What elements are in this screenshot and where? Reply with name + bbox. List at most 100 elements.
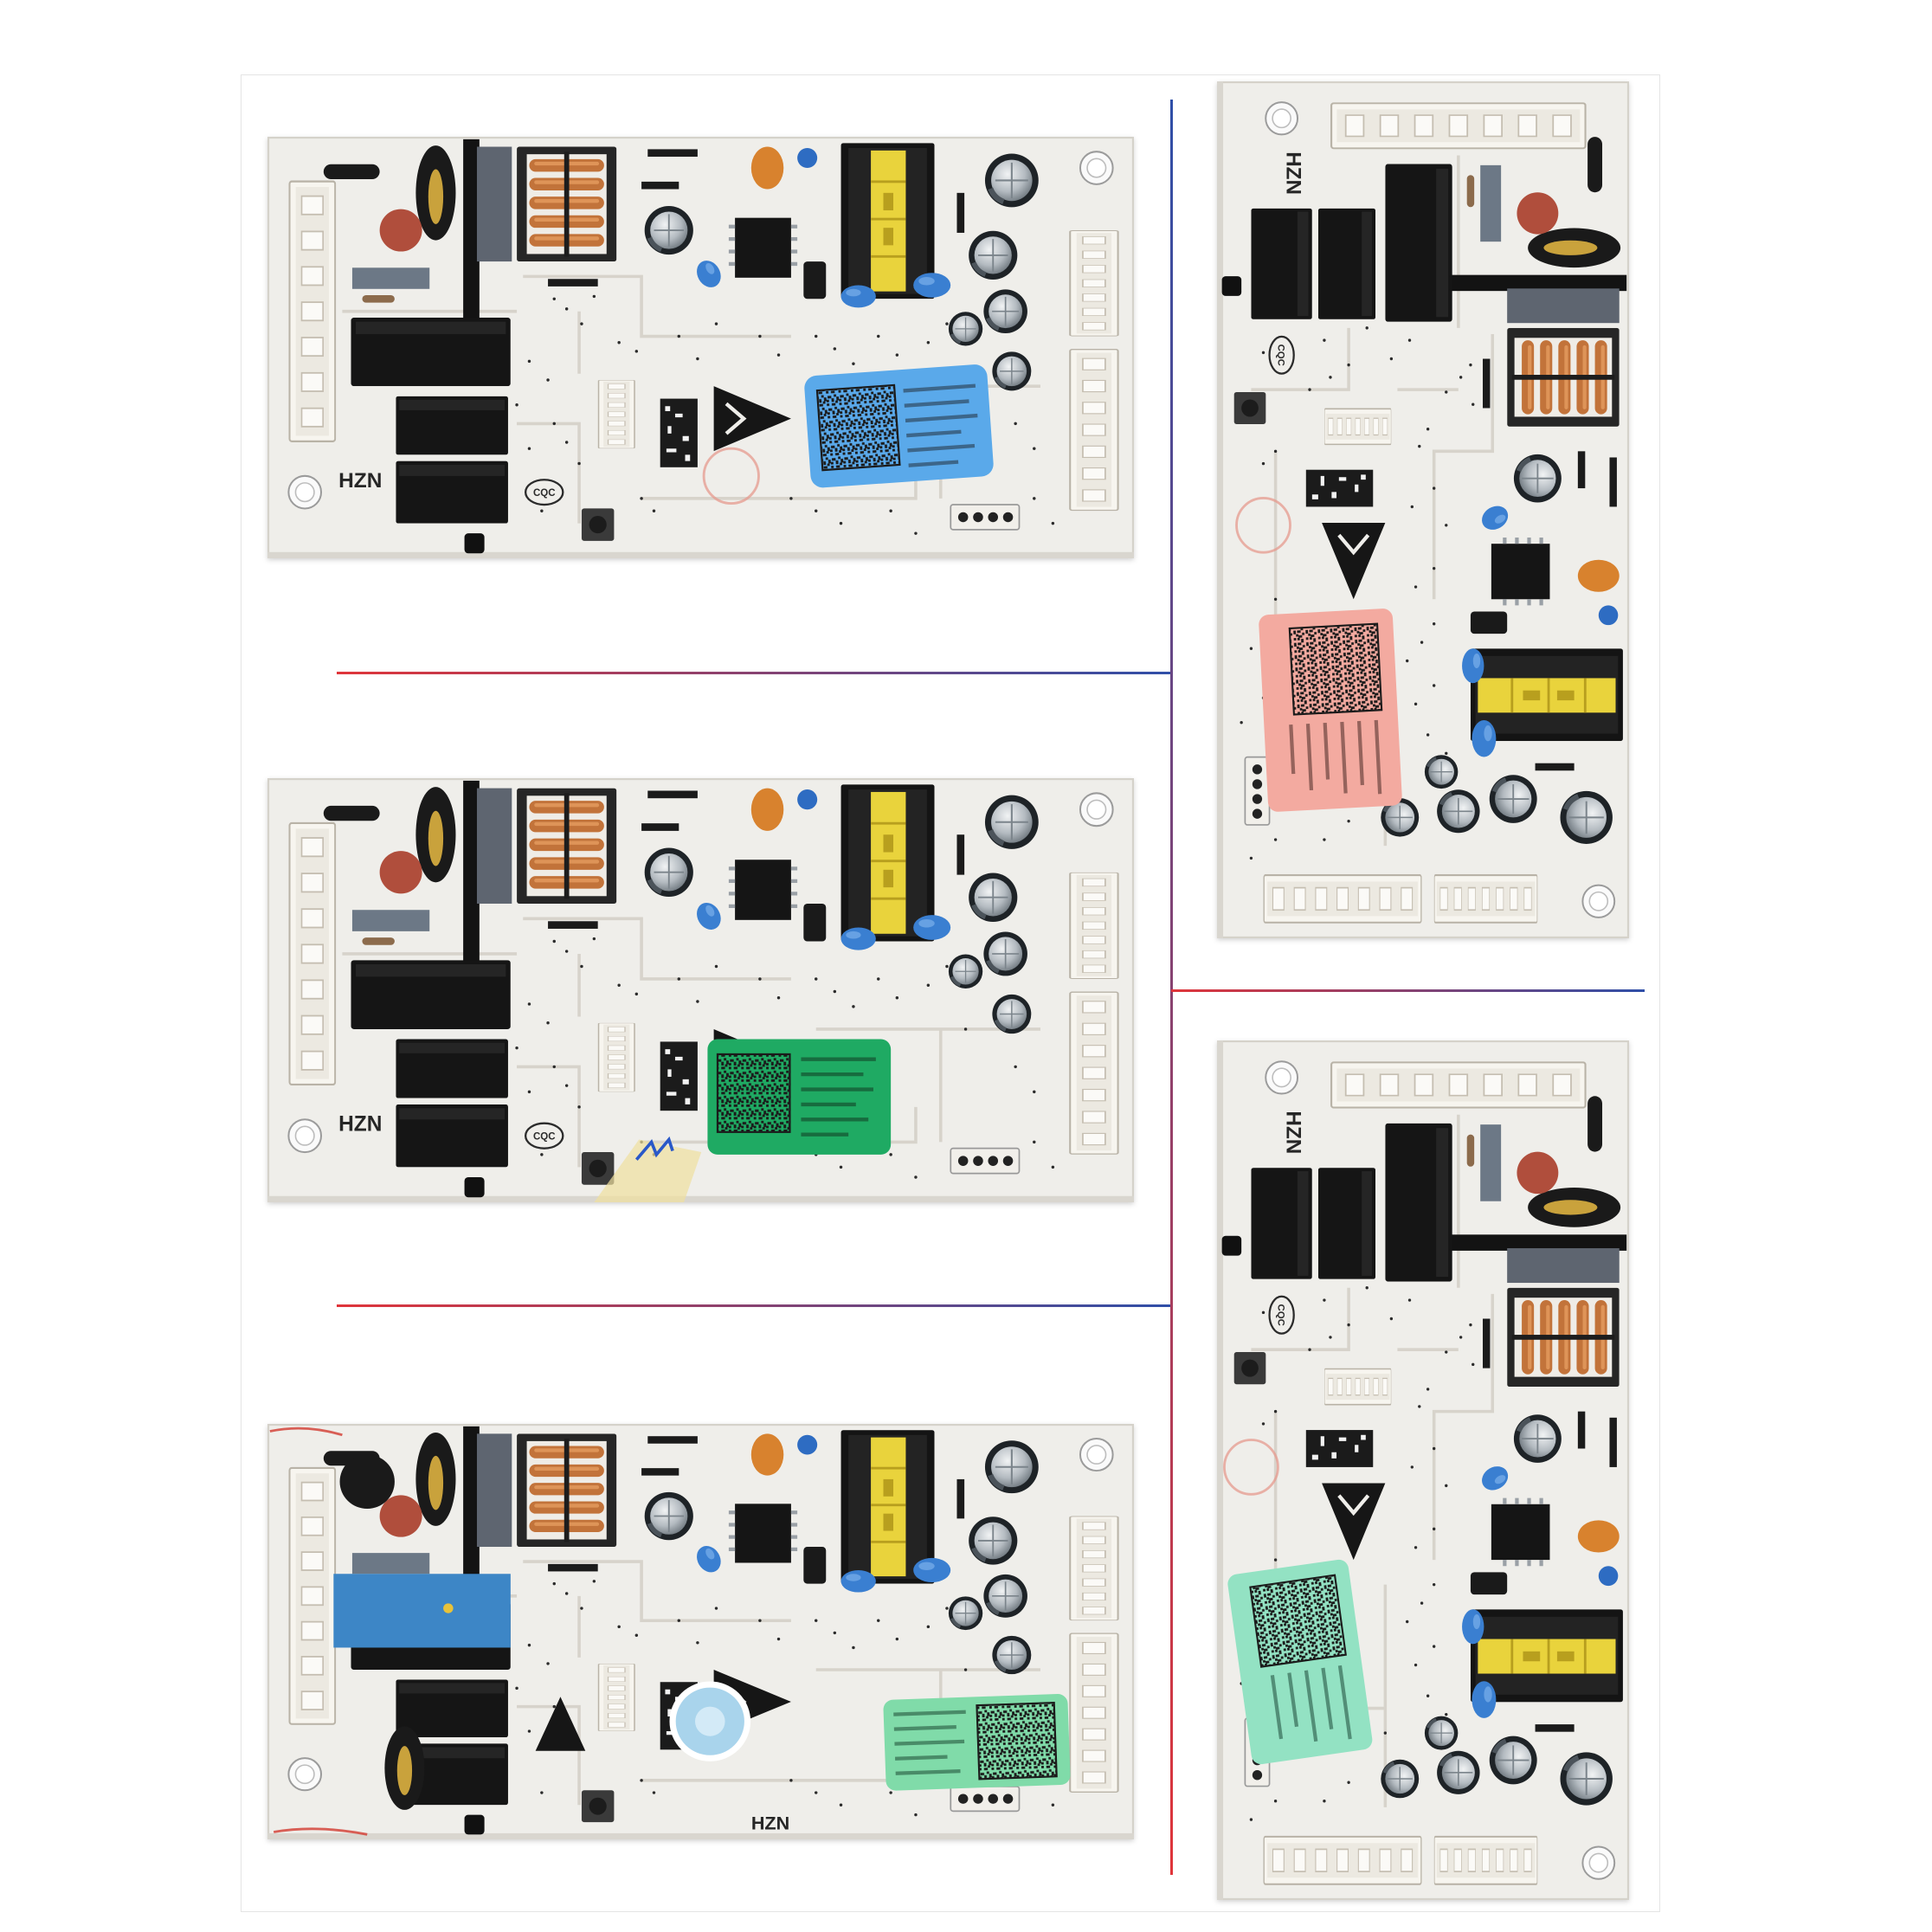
- brand-label: HZN: [1281, 151, 1304, 195]
- cqc-text: CQC: [533, 488, 556, 499]
- right-connector-upper: [1069, 230, 1119, 337]
- y-capacitor-2: [913, 273, 951, 298]
- power-relay: [351, 317, 511, 387]
- circuit-board-1: HZN CQC: [267, 137, 1134, 558]
- cqc-oval: [1268, 1295, 1295, 1335]
- brand-label: HZN: [338, 1112, 382, 1136]
- board-4-sticker: [1259, 609, 1402, 812]
- board-3-sticker: [883, 1694, 1071, 1791]
- sticker-qr-code: [976, 1702, 1058, 1781]
- x-capacitor-box: [476, 146, 512, 262]
- blue-relay-dot: [443, 1603, 454, 1613]
- esd-warning-symbol: [713, 386, 791, 452]
- cqc-mark: CQC: [524, 1122, 564, 1150]
- cqc-oval: [1268, 335, 1295, 375]
- common-mode-choke: [517, 146, 617, 262]
- varistor: [415, 145, 456, 241]
- ic-body: [735, 217, 791, 278]
- board-3-markings: HZN: [269, 1426, 1071, 1836]
- esd-hand: [724, 402, 747, 435]
- divider-line-vertical: [1170, 100, 1173, 1875]
- left-wire-connector: [288, 180, 337, 443]
- thermistor: [379, 209, 422, 252]
- sticker-print-lines: [801, 1057, 876, 1137]
- buzzer: [669, 1681, 751, 1761]
- qr-specks: [665, 406, 691, 461]
- orange-capacitor: [750, 146, 784, 190]
- chip-qr-mark: [660, 398, 698, 467]
- inspection-stamp: [702, 447, 760, 506]
- transistor: [803, 261, 827, 299]
- cqc-text: CQC: [1275, 345, 1285, 366]
- blue-pen-mark: [634, 1136, 674, 1161]
- right-connector-lower: [1069, 348, 1119, 512]
- relay-3: [396, 460, 508, 524]
- cqc-oval: [524, 1122, 564, 1150]
- four-pin-connector: [950, 504, 1021, 531]
- mounting-hole-top: [1079, 151, 1114, 185]
- esd-triangle: [713, 386, 791, 452]
- blue-relay: [333, 1574, 511, 1648]
- output-capacitor-1: [985, 154, 1039, 208]
- sticker-print-lines: [1270, 1665, 1352, 1742]
- cqc-mark: CQC: [1268, 1295, 1295, 1335]
- sticker-qr-code: [1288, 622, 1383, 716]
- esd-warning-symbol-2: [535, 1697, 586, 1751]
- inspection-stamp: [1223, 1439, 1279, 1496]
- output-capacitor-2: [969, 231, 1017, 280]
- sticker-qr-code: [815, 383, 901, 472]
- red-marker-line-bottom: [273, 1827, 368, 1836]
- sticker-print-lines: [1289, 719, 1382, 795]
- switch-button: [589, 516, 607, 534]
- circuit-board-2: HZN CQC: [267, 778, 1134, 1202]
- brand-label: HZN: [751, 1813, 789, 1834]
- output-capacitor-5: [992, 351, 1031, 390]
- sticker-print-lines: [893, 1710, 966, 1775]
- heatsink-strip: [463, 138, 480, 320]
- bulk-capacitor: [645, 206, 693, 254]
- cqc-oval: [524, 479, 564, 506]
- divider-line-left-1: [337, 672, 1171, 674]
- cqc-text: CQC: [533, 1131, 556, 1142]
- top-wire-clip: [323, 164, 380, 179]
- pwm-ic: [728, 217, 798, 278]
- inspection-stamp: [1235, 497, 1291, 554]
- mounting-hole-bottom: [287, 474, 323, 510]
- pcb-edge-shadow: [267, 551, 1134, 558]
- bottom-wire-clip: [464, 533, 485, 554]
- cqc-mark: CQC: [1268, 335, 1295, 375]
- board-1-sticker: [804, 364, 994, 488]
- brand-label: HZN: [1281, 1111, 1304, 1154]
- round-fuse-cap: [339, 1454, 395, 1509]
- varistor-core: [428, 169, 444, 224]
- brand-label: HZN: [338, 469, 382, 493]
- blue-disc-capacitor: [797, 147, 818, 169]
- relay-2: [396, 396, 508, 455]
- bottom-varistor: [384, 1726, 425, 1810]
- sticker-qr-code: [716, 1053, 791, 1133]
- y-capacitor-1: [840, 285, 876, 308]
- circuit-board-4: HZN CQC: [1217, 81, 1629, 938]
- board-5-sticker: [1227, 1559, 1373, 1765]
- resistor: [362, 294, 395, 303]
- board-2-sticker: [707, 1039, 892, 1155]
- board-2-components: [267, 779, 1134, 1202]
- tact-switch: [581, 508, 615, 541]
- signal-connector: [597, 379, 635, 449]
- buzzer-center: [695, 1706, 725, 1736]
- pin-connector-housing: [950, 504, 1021, 531]
- pcb-layout: [267, 137, 1134, 558]
- board-5-rotated: HZN CQC: [1217, 1040, 1628, 1900]
- pin-connector-pins: [957, 512, 1014, 523]
- yellow-tape-residue: [594, 1139, 702, 1202]
- output-capacitor-3: [983, 289, 1027, 333]
- sticker-print-lines: [903, 383, 978, 467]
- sticker-qr-code: [1249, 1574, 1347, 1668]
- output-capacitor-4: [949, 312, 982, 345]
- divider-line-right: [1171, 989, 1645, 992]
- board-2-markings: HZN CQC: [338, 1039, 892, 1202]
- board-4-rotated: HZN CQC: [1217, 81, 1628, 938]
- fuse-holder: [351, 267, 430, 289]
- circuit-board-3: HZN: [267, 1424, 1134, 1839]
- silkscreen-dots: [515, 294, 1055, 535]
